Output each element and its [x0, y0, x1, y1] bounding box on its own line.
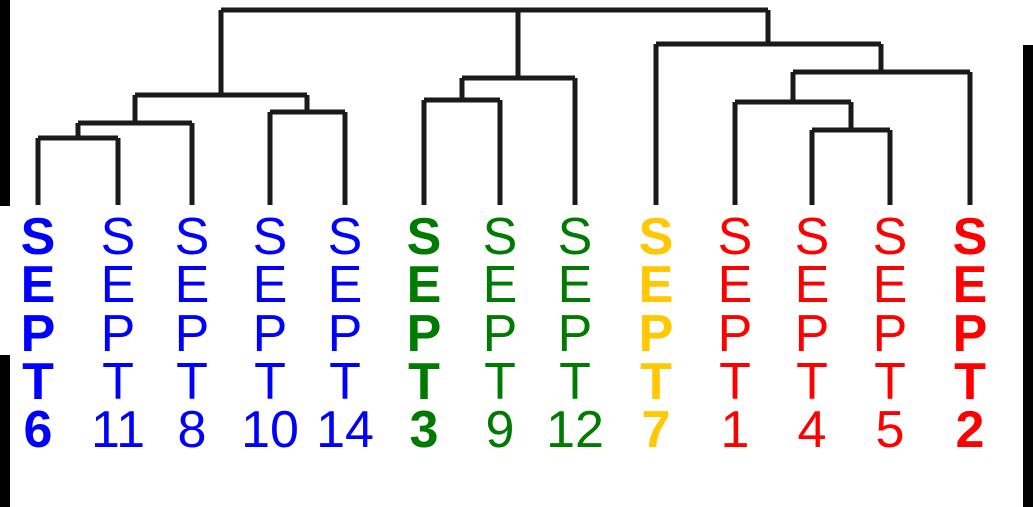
- leaf-label-number: 6: [23, 401, 53, 460]
- leaf-label-number: 3: [409, 401, 439, 460]
- leaf-label-letter: T: [559, 353, 591, 412]
- leaf-label-letter: S: [252, 208, 288, 266]
- leaf-label-letter: T: [796, 353, 828, 412]
- leaf-label-letter: S: [638, 208, 674, 266]
- dendrogram-branches: [35, 7, 973, 205]
- leaf-label-letter: T: [874, 353, 906, 412]
- leaf-label-letter: S: [794, 208, 830, 266]
- leaf-label-letter: P: [952, 304, 988, 363]
- leaf-label-letter: S: [872, 208, 908, 266]
- leaf-label-number: 4: [797, 401, 827, 460]
- leaf-label-letter: P: [174, 304, 210, 363]
- leaf-label-letter: P: [406, 304, 442, 363]
- leaf-label-letter: P: [717, 304, 753, 363]
- leaf-label-letter: P: [20, 304, 56, 363]
- leaf-label-number: 8: [177, 401, 207, 460]
- leaf-label-letter: S: [482, 208, 518, 266]
- leaf-label-letter: P: [557, 304, 593, 363]
- leaf-label-letter: E: [327, 256, 363, 315]
- leaf-label-letter: E: [252, 256, 288, 315]
- leaf-label-letter: S: [100, 208, 136, 266]
- leaf-label-letter: E: [406, 256, 442, 315]
- leaf-label-letter: S: [557, 208, 593, 266]
- leaf-label-letter: T: [954, 353, 986, 412]
- leaf-label-letter: P: [872, 304, 908, 363]
- leaf-label-number: 14: [316, 401, 374, 460]
- left-top-bar: [0, 0, 10, 206]
- leaf-label-letter: S: [20, 208, 56, 266]
- leaf-label-letter: E: [952, 256, 988, 315]
- leaf-label-letter: T: [254, 353, 286, 412]
- leaf-label-letter: S: [406, 208, 442, 266]
- right-bar: [1023, 45, 1033, 507]
- leaf-label-letter: S: [327, 208, 363, 266]
- leaf-label-letter: T: [22, 353, 54, 412]
- leaf-label-letter: E: [638, 256, 674, 315]
- leaf-label-letter: P: [327, 304, 363, 363]
- leaf-label-number: 7: [641, 401, 671, 460]
- leaf-label-letter: T: [484, 353, 516, 412]
- leaf-label-letter: T: [719, 353, 751, 412]
- leaf-label-letter: P: [794, 304, 830, 363]
- leaf-label-letter: E: [20, 256, 56, 315]
- leaf-label-number: 1: [720, 401, 750, 460]
- left-bottom-bar: [0, 355, 10, 507]
- leaf-label-letter: S: [174, 208, 210, 266]
- leaf-label-letter: E: [717, 256, 753, 315]
- leaf-label-letter: E: [174, 256, 210, 315]
- leaf-label-number: 12: [546, 401, 604, 460]
- leaf-label-letter: P: [638, 304, 674, 363]
- branch-lines: [35, 7, 973, 205]
- leaf-label-letter: P: [252, 304, 288, 363]
- leaf-label-letter: E: [794, 256, 830, 315]
- leaf-label-letter: T: [640, 353, 672, 412]
- leaf-label-letter: P: [100, 304, 136, 363]
- leaf-label-letter: T: [176, 353, 208, 412]
- leaf-label-letter: E: [872, 256, 908, 315]
- leaf-label-number: 2: [955, 401, 985, 460]
- leaf-label-letter: T: [408, 353, 440, 412]
- leaf-label-letter: P: [482, 304, 518, 363]
- leaf-label-letter: T: [329, 353, 361, 412]
- leaf-label-letter: E: [482, 256, 518, 315]
- leaf-label-letter: S: [717, 208, 753, 266]
- leaf-label-number: 5: [875, 401, 905, 460]
- leaf-label-number: 10: [241, 401, 299, 460]
- leaf-label-letter: E: [100, 256, 136, 315]
- leaf-label-number: 9: [485, 401, 515, 460]
- leaf-label-letter: E: [557, 256, 593, 315]
- leaf-label-letter: T: [102, 353, 134, 412]
- leaf-label-letter: S: [952, 208, 988, 266]
- leaf-label-number: 11: [91, 401, 145, 460]
